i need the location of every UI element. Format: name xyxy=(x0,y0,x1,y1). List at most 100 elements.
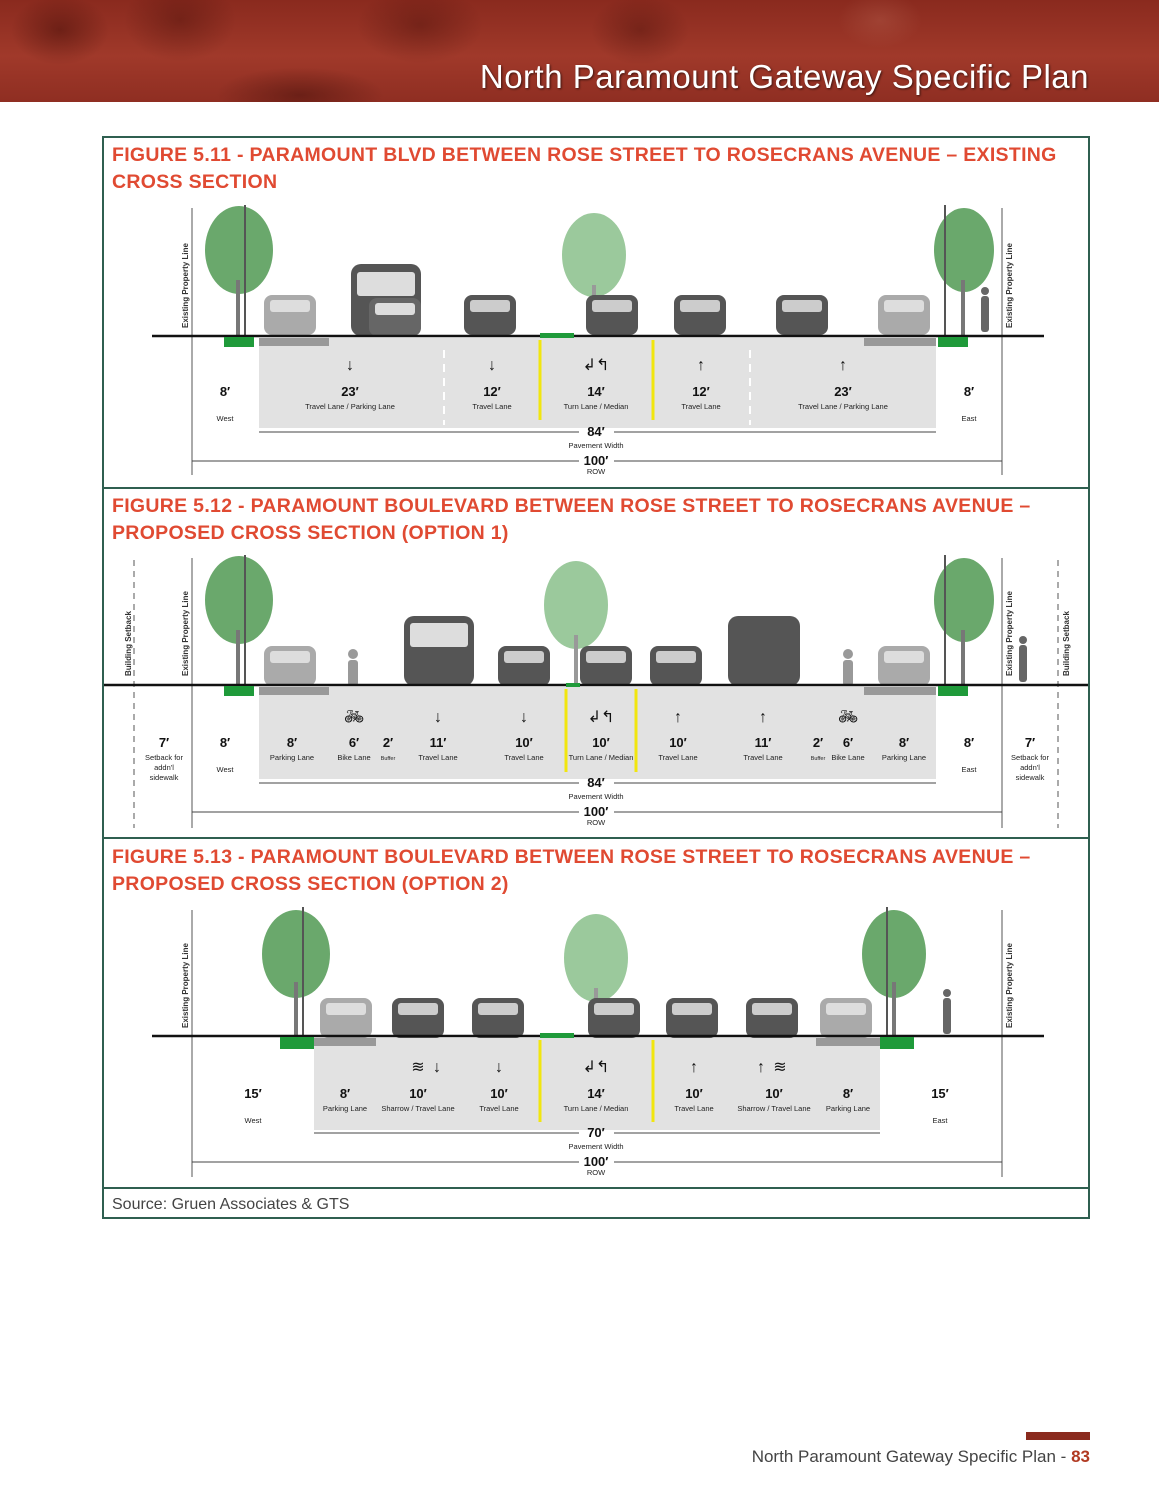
lane-label: Travel Lane xyxy=(418,753,457,762)
lane-width: 10′ xyxy=(669,735,687,750)
car-icon xyxy=(464,295,516,335)
footer-accent-bar xyxy=(1026,1432,1090,1440)
figure-title-line: PROPOSED CROSS SECTION (OPTION 1) xyxy=(112,522,509,544)
street-light-pole xyxy=(244,205,246,337)
pedestrian-icon xyxy=(943,989,951,1034)
planter xyxy=(880,1037,914,1049)
car-icon xyxy=(674,295,726,335)
lane-label: Buffer xyxy=(381,756,396,762)
setback-label: Building Setback xyxy=(1062,611,1071,676)
lane-arrow-icon: ↑ xyxy=(839,357,847,374)
sidewalk-width: 8′ xyxy=(964,735,974,750)
pavement xyxy=(259,338,936,428)
pavement-width: 84′ xyxy=(587,424,605,439)
street-light-pole xyxy=(944,555,946,685)
tree-icon xyxy=(544,561,608,685)
pavement-width: 70′ xyxy=(587,1125,605,1140)
lane-width: 8′ xyxy=(899,735,909,750)
lane-arrow-icon: ↓ xyxy=(488,357,496,374)
median-planter xyxy=(566,683,580,689)
lane-label: Parking Lane xyxy=(270,753,314,762)
figure-title: FIGURE 5.12 - PARAMOUNT BOULEVARD BETWEE… xyxy=(112,493,1087,547)
lane-arrow-icon: ↑ xyxy=(697,357,705,374)
car-icon xyxy=(878,295,930,335)
side-label: East xyxy=(932,1116,948,1125)
street-light-pole xyxy=(944,205,946,337)
lane-width: 6′ xyxy=(349,735,359,750)
tree-icon xyxy=(862,910,926,1037)
property-line-label: Existing Property Line xyxy=(1005,591,1014,676)
property-line-label: Existing Property Line xyxy=(181,243,190,328)
lane-arrow-icon: ↓ xyxy=(495,1059,503,1076)
lane-arrow-icon: ↓ xyxy=(433,1059,441,1076)
lane-width: 8′ xyxy=(340,1086,350,1101)
row-label: ROW xyxy=(587,1168,606,1177)
tree-icon xyxy=(262,910,330,1037)
parking-hatch xyxy=(864,338,936,346)
cross-section-diagram: Existing Property Line Existing Property… xyxy=(104,902,1088,1182)
pavement xyxy=(259,687,936,779)
lane-label: Parking Lane xyxy=(323,1104,367,1113)
lane-width: 14′ xyxy=(587,384,605,399)
tree-icon xyxy=(205,206,273,335)
lane-label: Parking Lane xyxy=(882,753,926,762)
side-label: West xyxy=(217,414,235,423)
planter xyxy=(280,1037,314,1049)
lane-width: 10′ xyxy=(490,1086,508,1101)
street-light-pole xyxy=(886,907,888,1037)
bike-icon: 🚲︎ xyxy=(344,709,364,726)
pavement-label: Pavement Width xyxy=(568,441,623,450)
tree-icon xyxy=(934,208,994,335)
setback-label: Setback for xyxy=(145,753,183,762)
lane-arrow-icon: ↲↰ xyxy=(583,357,610,374)
lane-label: Travel Lane / Parking Lane xyxy=(798,402,888,411)
lane-width: 2′ xyxy=(383,735,393,750)
side-label: West xyxy=(245,1116,263,1125)
section-divider xyxy=(102,487,1090,489)
sidewalk-width: 15′ xyxy=(244,1086,262,1101)
lane-label: Buffer xyxy=(811,756,826,762)
cross-section-svg: Existing Property Line Existing Property… xyxy=(152,205,1044,476)
car-icon xyxy=(498,646,550,686)
lane-width: 8′ xyxy=(287,735,297,750)
car-icon xyxy=(264,295,316,335)
lane-width: 2′ xyxy=(813,735,823,750)
bus-icon xyxy=(728,616,800,686)
lane-width: 23′ xyxy=(834,384,852,399)
row-label: ROW xyxy=(587,467,606,476)
lane-label: Travel Lane xyxy=(658,753,697,762)
lane-width: 10′ xyxy=(515,735,533,750)
row-label: ROW xyxy=(587,818,606,827)
setback-label: sidewalk xyxy=(150,773,179,782)
sidewalk-width: 8′ xyxy=(220,384,230,399)
setback-label: addn'l xyxy=(1020,763,1040,772)
cross-section-diagram: Existing Property Line Existing Property… xyxy=(104,200,1088,480)
lane-width: 11′ xyxy=(755,735,772,750)
page-number: 83 xyxy=(1071,1447,1090,1466)
street-light-pole xyxy=(302,907,304,1037)
header-banner: North Paramount Gateway Specific Plan xyxy=(0,0,1159,102)
property-line-label: Existing Property Line xyxy=(181,943,190,1028)
figure-title-line: PROPOSED CROSS SECTION (OPTION 2) xyxy=(112,873,509,895)
figure-title: FIGURE 5.11 - PARAMOUNT BLVD BETWEEN ROS… xyxy=(112,142,1087,196)
lane-width: 6′ xyxy=(843,735,853,750)
tree-icon xyxy=(205,556,273,685)
property-line-label: Existing Property Line xyxy=(1005,243,1014,328)
setback-width: 7′ xyxy=(1025,735,1035,750)
footer-title: North Paramount Gateway Specific Plan - xyxy=(751,1447,1072,1466)
car-icon xyxy=(369,298,421,336)
figure-title-line: CROSS SECTION xyxy=(112,171,278,193)
car-icon xyxy=(878,646,930,686)
lane-label: Parking Lane xyxy=(826,1104,870,1113)
figure-title: FIGURE 5.13 - PARAMOUNT BOULEVARD BETWEE… xyxy=(112,844,1087,898)
planter xyxy=(224,337,254,347)
lane-label: Travel Lane xyxy=(681,402,720,411)
section-divider xyxy=(102,837,1090,839)
car-icon xyxy=(776,295,828,335)
parking-hatch xyxy=(259,338,329,346)
setback-label: Setback for xyxy=(1011,753,1049,762)
document-title: North Paramount Gateway Specific Plan xyxy=(479,58,1089,95)
sharrow-icon: ≋ xyxy=(411,1059,424,1076)
lane-width: 10′ xyxy=(685,1086,703,1101)
sharrow-icon: ≋ xyxy=(773,1059,786,1076)
